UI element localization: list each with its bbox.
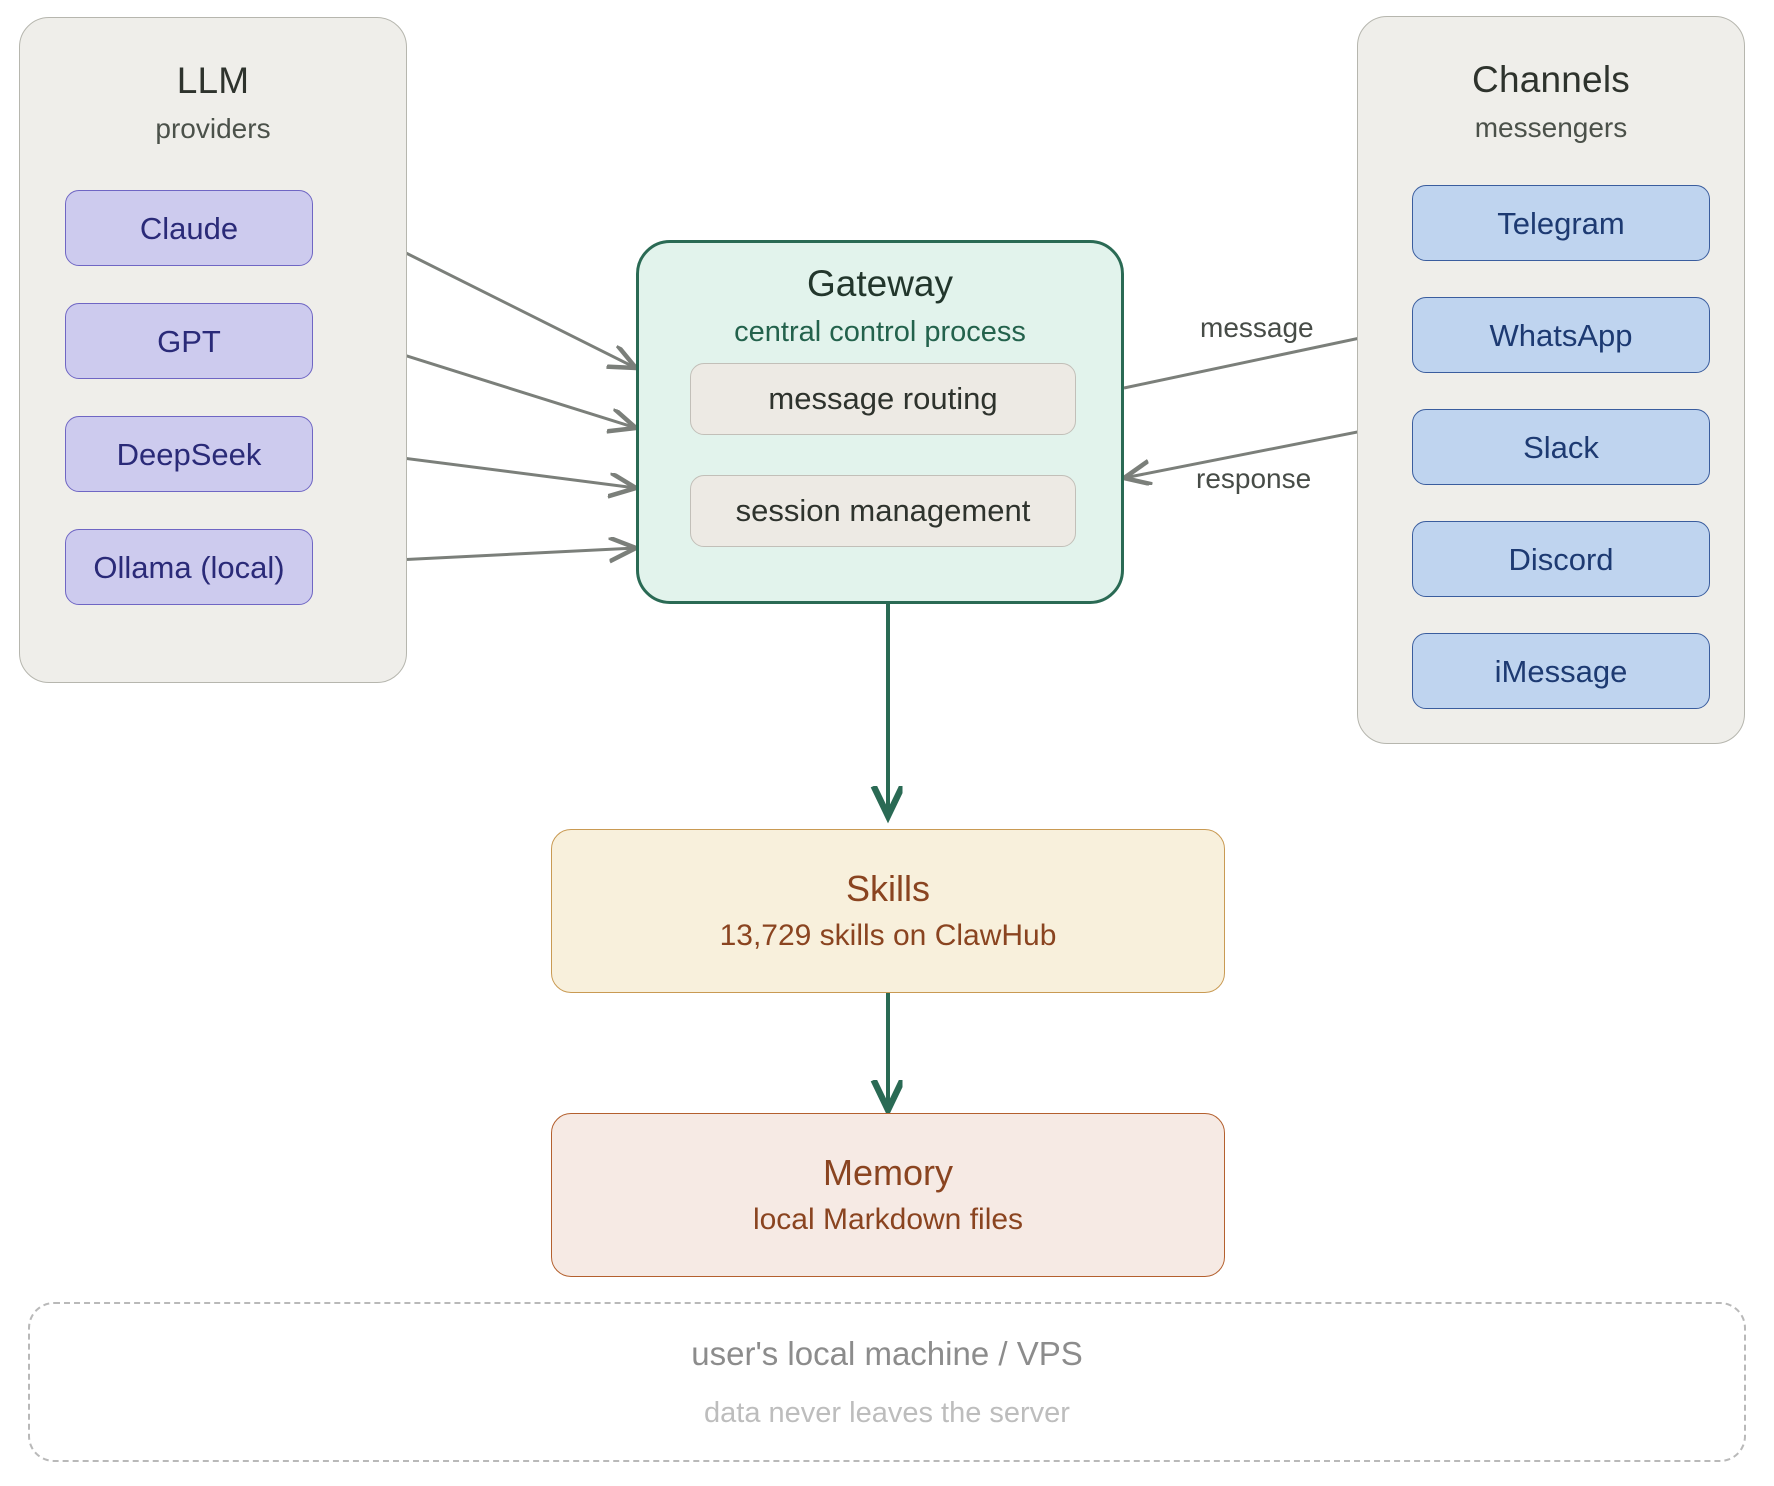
gateway-component-session-management[interactable]: session management xyxy=(690,475,1076,547)
memory-subtitle: local Markdown files xyxy=(752,1203,1024,1237)
edge-label-response: response xyxy=(1196,463,1312,494)
llm-node-ollama[interactable]: Ollama (local) xyxy=(65,529,313,605)
llm-group-title: LLM xyxy=(176,60,250,101)
llm-node-label: Claude xyxy=(139,210,239,246)
channel-node-imessage[interactable]: iMessage xyxy=(1412,633,1710,709)
gateway-title: Gateway xyxy=(806,263,953,304)
channel-node-whatsapp[interactable]: WhatsApp xyxy=(1412,297,1710,373)
llm-node-claude[interactable]: Claude xyxy=(65,190,313,266)
skills-title: Skills xyxy=(845,868,930,910)
gateway-subtitle: central control process xyxy=(734,316,1026,348)
deployment-boundary: user's local machine / VPS data never le… xyxy=(28,1302,1746,1462)
llm-node-label: Ollama (local) xyxy=(93,549,285,585)
skills-box[interactable]: Skills 13,729 skills on ClawHub xyxy=(551,829,1225,993)
channel-node-label: Discord xyxy=(1508,541,1614,577)
channels-group-panel: Channels messengers xyxy=(1357,16,1745,744)
gateway-component-label: session management xyxy=(735,493,1031,528)
gateway-component-label: message routing xyxy=(768,381,998,416)
llm-node-label: DeepSeek xyxy=(116,436,262,472)
channels-group-subtitle: messengers xyxy=(1474,112,1628,143)
channel-node-label: iMessage xyxy=(1494,653,1628,689)
channel-node-telegram[interactable]: Telegram xyxy=(1412,185,1710,261)
llm-node-gpt[interactable]: GPT xyxy=(65,303,313,379)
memory-box[interactable]: Memory local Markdown files xyxy=(551,1113,1225,1277)
channels-group-title: Channels xyxy=(1472,59,1630,100)
llm-node-deepseek[interactable]: DeepSeek xyxy=(65,416,313,492)
deployment-boundary-title: user's local machine / VPS xyxy=(691,1334,1083,1372)
llm-node-label: GPT xyxy=(157,323,221,359)
edge-label-message: message xyxy=(1200,312,1314,343)
channel-node-label: Telegram xyxy=(1497,205,1625,241)
deployment-boundary-subtitle: data never leaves the server xyxy=(704,1396,1070,1429)
channel-node-slack[interactable]: Slack xyxy=(1412,409,1710,485)
llm-group-subtitle: providers xyxy=(155,113,271,144)
channel-node-label: WhatsApp xyxy=(1489,317,1633,353)
gateway-component-message-routing[interactable]: message routing xyxy=(690,363,1076,435)
channel-node-label: Slack xyxy=(1523,429,1599,465)
skills-subtitle: 13,729 skills on ClawHub xyxy=(719,919,1057,953)
channel-node-discord[interactable]: Discord xyxy=(1412,521,1710,597)
memory-title: Memory xyxy=(822,1152,953,1194)
